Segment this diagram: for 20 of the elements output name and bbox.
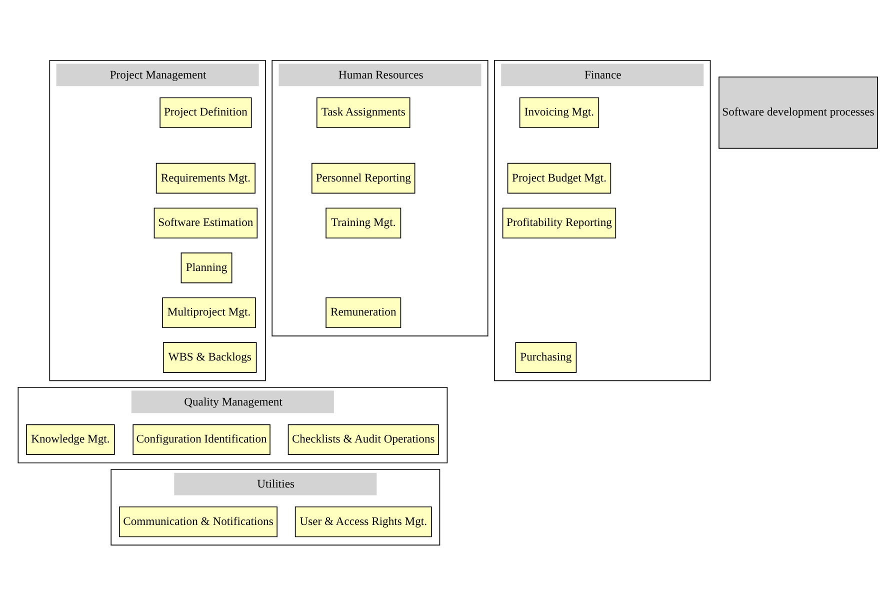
node-box: Task Assignments xyxy=(316,96,410,128)
node-box: WBS & Backlogs xyxy=(162,342,257,372)
node-box: Project Budget Mgt. xyxy=(507,162,612,194)
node-box: Planning xyxy=(180,252,232,283)
node-box: Knowledge Mgt. xyxy=(26,424,115,454)
node-box: Project Definition xyxy=(160,96,252,128)
node-box: Personnel Reporting xyxy=(312,162,416,194)
node-box: Purchasing xyxy=(515,342,577,372)
node-box: Invoicing Mgt. xyxy=(519,96,600,128)
node-box: Remuneration xyxy=(326,296,402,328)
node-box: Training Mgt. xyxy=(326,207,402,238)
node-box: User & Access Rights Mgt. xyxy=(294,506,432,537)
node-box: Requirements Mgt. xyxy=(156,162,256,194)
node-box: Configuration Identification xyxy=(132,424,270,454)
node-box: Software development processes xyxy=(718,76,878,148)
node-box: Multiproject Mgt. xyxy=(162,296,256,328)
node-box: Software Estimation xyxy=(154,207,258,238)
node-box: Checklists & Audit Operations xyxy=(288,424,439,454)
node-box: Profitability Reporting xyxy=(502,207,616,238)
node-box: Communication & Notifications xyxy=(118,506,278,537)
